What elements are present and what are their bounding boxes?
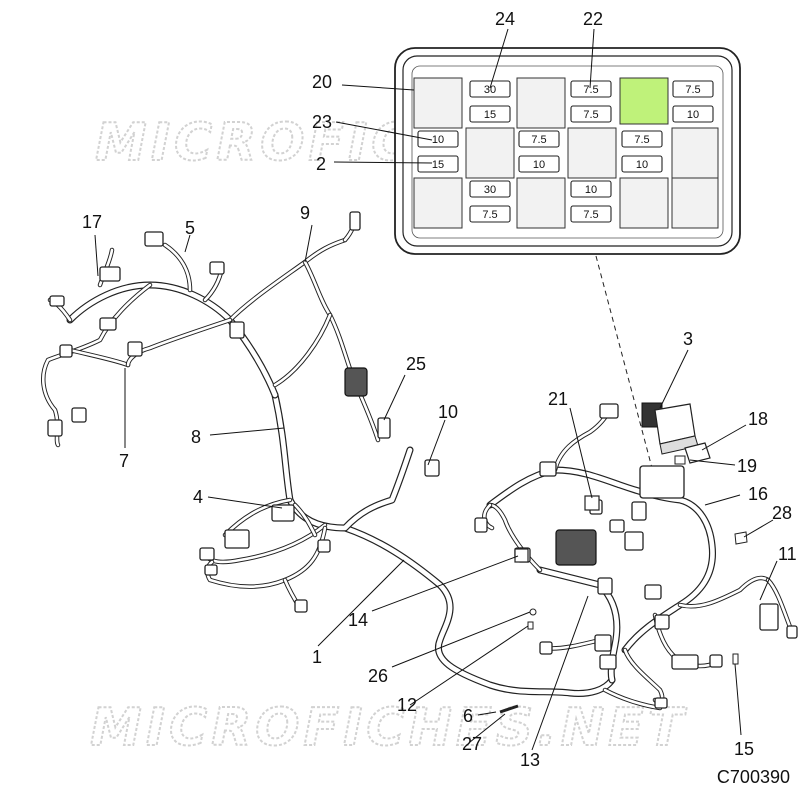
fuse-rating-label: 10 bbox=[687, 109, 699, 121]
fuse-rating-label: 30 bbox=[484, 184, 496, 196]
callout-12: 12 bbox=[397, 695, 417, 715]
callout-13: 13 bbox=[520, 750, 540, 770]
fuse-rating-label: 15 bbox=[484, 109, 496, 121]
relay-21 bbox=[584, 495, 600, 511]
fuse-box-inset: 30 15 7.5 7.5 7.5 10 10 15 7.5 10 7.5 10 30 7.5 10 7.5 bbox=[394, 47, 741, 255]
callout-11: 11 bbox=[778, 544, 797, 564]
grommet-14 bbox=[514, 548, 529, 563]
callout-5: 5 bbox=[185, 218, 195, 238]
callout-28: 28 bbox=[772, 503, 792, 523]
bolt-27 bbox=[499, 704, 519, 714]
callout-26: 26 bbox=[368, 666, 388, 686]
fuse-12: 10 bbox=[621, 155, 663, 173]
fuse-7: 10 bbox=[417, 130, 459, 148]
connectors bbox=[47, 211, 798, 709]
callout-24: 24 bbox=[495, 9, 515, 29]
fuse-rating-label: 10 bbox=[533, 159, 545, 171]
leader-lines bbox=[94, 28, 778, 751]
callout-22: 22 bbox=[583, 9, 603, 29]
fuse-5: 7.5 bbox=[672, 80, 714, 98]
callout-7: 7 bbox=[119, 451, 129, 471]
callout-1: 1 bbox=[312, 647, 322, 667]
callout-6: 6 bbox=[463, 706, 473, 726]
terminal-15 bbox=[732, 653, 739, 665]
fuse-rating-label: 7.5 bbox=[634, 134, 649, 146]
fuse-10: 10 bbox=[518, 155, 560, 173]
callout-20: 20 bbox=[312, 72, 332, 92]
fuse-box-leader bbox=[595, 255, 653, 469]
callout-15: 15 bbox=[734, 739, 754, 759]
callout-2: 2 bbox=[316, 154, 326, 174]
fuse-2: 15 bbox=[469, 105, 511, 123]
watermark-bottom: MICROFICHES.NET bbox=[90, 698, 687, 758]
fuse-rating-label: 7.5 bbox=[531, 134, 546, 146]
callout-18: 18 bbox=[748, 409, 768, 429]
callout-8: 8 bbox=[191, 427, 201, 447]
figure-code: C700390 bbox=[717, 767, 790, 787]
clip-28 bbox=[734, 531, 748, 545]
module-3 bbox=[641, 402, 699, 455]
fuse-1: 30 bbox=[469, 80, 511, 98]
callout-19: 19 bbox=[737, 456, 757, 476]
callout-14: 14 bbox=[348, 610, 368, 630]
callout-17: 17 bbox=[82, 212, 102, 232]
callout-4: 4 bbox=[193, 487, 203, 507]
fuse-6: 10 bbox=[672, 105, 714, 123]
fuse-rating-label: 10 bbox=[585, 184, 597, 196]
callout-21: 21 bbox=[548, 389, 568, 409]
clip-6 bbox=[527, 621, 534, 630]
fuse-rating-label: 7.5 bbox=[482, 209, 497, 221]
callout-25: 25 bbox=[406, 354, 426, 374]
clip-26 bbox=[529, 608, 537, 616]
highlighted-cavity bbox=[619, 77, 669, 125]
small-parts bbox=[499, 402, 748, 714]
relay-18 bbox=[684, 442, 711, 464]
fuse-rating-label: 30 bbox=[484, 84, 496, 96]
callout-labels: 1 2 3 4 5 6 7 8 9 10 11 12 13 14 15 16 1… bbox=[82, 9, 797, 770]
callout-10: 10 bbox=[438, 402, 458, 422]
fuse-rating-label: 7.5 bbox=[583, 84, 598, 96]
fuse-8: 15 bbox=[417, 155, 459, 173]
callout-27: 27 bbox=[462, 734, 482, 754]
fuse-rating-label: 7.5 bbox=[583, 109, 598, 121]
fuse-19 bbox=[674, 455, 686, 465]
fuse-15: 10 bbox=[570, 180, 612, 198]
fuse-16: 7.5 bbox=[570, 205, 612, 223]
fuse-rating-label: 10 bbox=[636, 159, 648, 171]
callout-16: 16 bbox=[748, 484, 768, 504]
callout-3: 3 bbox=[683, 329, 693, 349]
fuse-14: 7.5 bbox=[469, 205, 511, 223]
fuse-11: 7.5 bbox=[621, 130, 663, 148]
fuse-rating-label: 7.5 bbox=[685, 84, 700, 96]
fuse-3: 7.5 bbox=[570, 80, 612, 98]
fuse-rating-label: 10 bbox=[432, 134, 444, 146]
fuse-4: 7.5 bbox=[570, 105, 612, 123]
callout-9: 9 bbox=[300, 203, 310, 223]
fuse-rating-label: 7.5 bbox=[583, 209, 598, 221]
fuse-9: 7.5 bbox=[518, 130, 560, 148]
fuse-rating-label: 15 bbox=[432, 159, 444, 171]
callout-23: 23 bbox=[312, 112, 332, 132]
fuse-13: 30 bbox=[469, 180, 511, 198]
